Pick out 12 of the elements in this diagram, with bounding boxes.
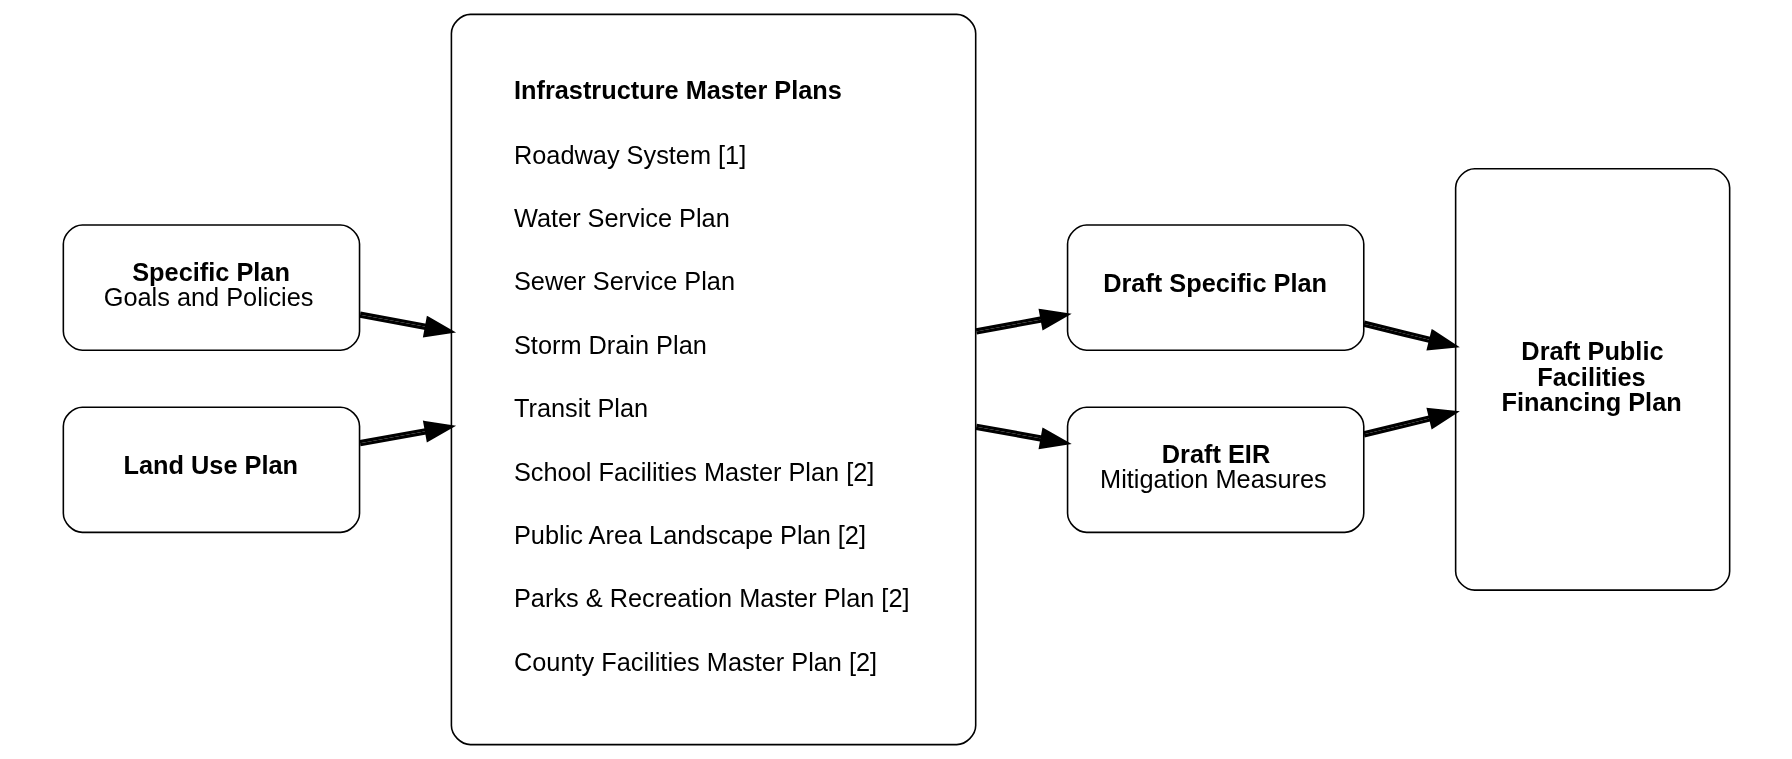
arrow bbox=[975, 308, 1072, 335]
arrow bbox=[358, 311, 456, 338]
node-box: Infrastructure Master Plans Roadway System [1] Water Service Plan Sewer Service Plan Storm Drain Plan Transit Plan School Facilities Master Plan [2] Public Area Landscape Plan [2] Parks & Recreation Master Plan [2] County Facilities Master Plan [2] bbox=[450, 13, 976, 746]
node-box: Draft Specific Plan bbox=[1066, 224, 1365, 351]
arrow bbox=[975, 423, 1072, 450]
arrow bbox=[358, 420, 456, 447]
arrow bbox=[1362, 320, 1460, 351]
node-box: Specific Plan Goals and Policies bbox=[62, 224, 360, 351]
arrow bbox=[1362, 407, 1460, 438]
node-box: Land Use Plan bbox=[62, 406, 360, 534]
node-box: Draft Public Facilities Financing Plan bbox=[1454, 168, 1730, 591]
node-box: Draft EIR Mitigation Measures bbox=[1066, 406, 1365, 534]
